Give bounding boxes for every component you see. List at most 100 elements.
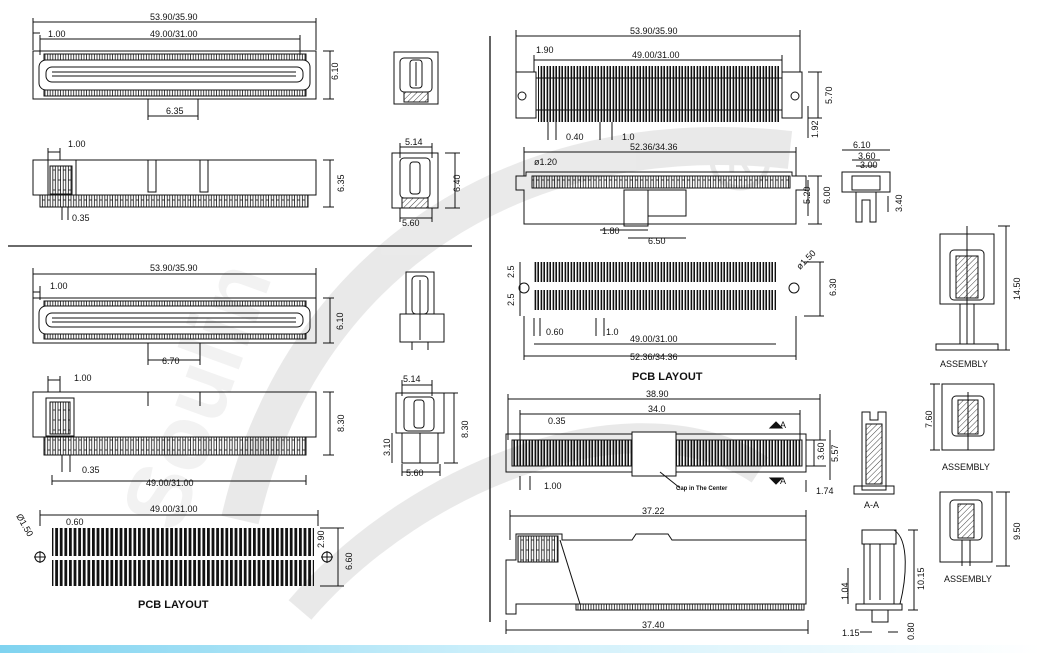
label-section-aa: A-A [864,500,879,510]
top-left-side-view [393,51,439,105]
dim-ml-height: 6.10 [335,312,345,330]
dim-brs-h1: 1.04 [840,582,850,600]
label-assembly-1: ASSEMBLY [940,359,988,369]
dim-br-edge: 1.00 [544,481,562,491]
dim-trs-height: 3.40 [894,194,904,212]
top-right-front-view [515,147,822,239]
dim-tl-side-base: 5.60 [402,218,420,228]
dim-pcbl-pad: 0.60 [66,517,84,527]
dim-tl-width: 53.90/35.90 [150,12,198,22]
dim-pr-hole: ø1.50 [794,248,817,271]
dim-tr-height: 5.70 [824,86,834,104]
dim-tl2-edge: 1.00 [68,139,86,149]
dim-asm-h1: 14.50 [1012,277,1022,300]
dim-asm-h2: 7.60 [924,410,934,428]
dim-tl-edge: 1.00 [48,29,66,39]
dim-trs-width-2: 3.60 [858,151,876,161]
dim-ml-side-height-2: 3.10 [382,438,392,456]
dim-brs-h2: 10.15 [916,567,926,590]
bottom-right-front-view [505,510,809,634]
pcb-layout-left [34,510,344,587]
dim-pr-pad: 0.60 [546,327,564,337]
dim-br-width: 38.90 [646,389,669,399]
dim-tl-pitch: 6.35 [166,106,184,116]
dim-ml2-height: 8.30 [336,414,346,432]
mid-left-front-view [32,376,334,485]
dim-tr-pitch-1: 0.40 [566,132,584,142]
dim-tr2-width: 52.36/34.36 [630,142,678,152]
dim-br2-width-2: 37.40 [642,620,665,630]
mid-left-side-view [399,271,445,350]
dim-pr-outer: 52.36/34.36 [630,352,678,362]
label-section-a-bottom: A [780,476,786,486]
top-left-top-view [32,18,334,120]
dim-pcbl-h1: 2.90 [316,530,326,548]
dim-tr-edge: 1.90 [536,45,554,55]
dim-pcbl-hole: Ø1.50 [14,512,35,538]
bottom-right-side-view [847,529,918,633]
top-left-side-view-2 [391,143,460,222]
dim-pr-inner: 49.00/31.00 [630,334,678,344]
top-right-side-view [841,149,891,223]
label-pcb-layout-left: PCB LAYOUT [138,599,209,611]
dim-trs-width: 6.10 [853,140,871,150]
dim-tr2-h1: 5.20 [802,186,812,204]
dim-tl-side-height: 6.40 [452,174,462,192]
dim-tr2-h2: 6.00 [822,186,832,204]
dim-tl-height: 6.10 [330,62,340,80]
label-assembly-3: ASSEMBLY [944,574,992,584]
dim-pr-v1: 2.5 [506,265,516,278]
dim-br-h1: 3.60 [816,442,826,460]
dim-ml2-inner: 49.00/31.00 [146,478,194,488]
dim-br2-width: 37.22 [642,506,665,516]
dim-ml-pitch: 6.70 [162,356,180,366]
dim-ml-side-height: 8.30 [460,420,470,438]
dim-tr-inner: 49.00/31.00 [632,50,680,60]
dim-ml-edge: 1.00 [50,281,68,291]
dim-tl2-pin: 0.35 [72,213,90,223]
section-aa-view [853,411,895,495]
dim-tl-side-width: 5.14 [405,137,423,147]
dim-tl2-height: 6.35 [336,174,346,192]
bottom-accent-bar [0,645,1040,653]
dim-br-edge-2: 1.74 [816,486,834,496]
dim-tr-width: 53.90/35.90 [630,26,678,36]
dim-br-pin: 0.35 [548,416,566,426]
dim-trs-width-3: 3.00 [860,160,878,170]
dim-pr-v2: 2.5 [506,293,516,306]
dim-tr2-b1: 1.80 [602,226,620,236]
label-section-a-top: A [780,420,786,430]
dim-tr2-b2: 6.50 [648,236,666,246]
bottom-right-top-view [505,394,831,492]
label-assembly-2: ASSEMBLY [942,462,990,472]
top-left-front-view [32,148,334,220]
mid-left-side-view-2 [391,380,458,476]
dim-pr-height: 6.30 [828,278,838,296]
dim-br-h2: 5.57 [830,444,840,462]
label-cap-center: Cap in The Center [676,486,728,492]
dim-tl-inner: 49.00/31.00 [150,29,198,39]
dim-tr-height-2: 1.92 [810,120,820,138]
dim-ml2-edge: 1.00 [74,373,92,383]
mid-left-top-view [32,268,334,365]
dim-asm-h3: 9.50 [1012,522,1022,540]
dim-pcbl-h2: 6.60 [344,552,354,570]
dim-brs-b1: 1.15 [842,628,860,638]
assembly-view-1 [935,225,1010,351]
dim-brs-b2: 0.80 [906,622,916,640]
pcb-layout-right [518,261,824,360]
dim-ml-side-base: 5.60 [406,468,424,478]
assembly-view-2 [930,383,995,451]
dim-ml-width: 53.90/35.90 [150,263,198,273]
dim-tr2-hole: ø1.20 [534,157,557,167]
dim-tr-pitch-2: 1.0 [622,132,635,142]
dim-pcbl-inner: 49.00/31.00 [150,504,198,514]
dim-br-width-2: 34.0 [648,404,666,414]
dim-ml-side-width: 5.14 [403,374,421,384]
dim-ml2-pin: 0.35 [82,465,100,475]
top-right-top-view [515,30,822,140]
label-pcb-layout-right: PCB LAYOUT [632,371,703,383]
dim-pr-pitch: 1.0 [606,327,619,337]
svg-text:R: R [727,142,752,180]
